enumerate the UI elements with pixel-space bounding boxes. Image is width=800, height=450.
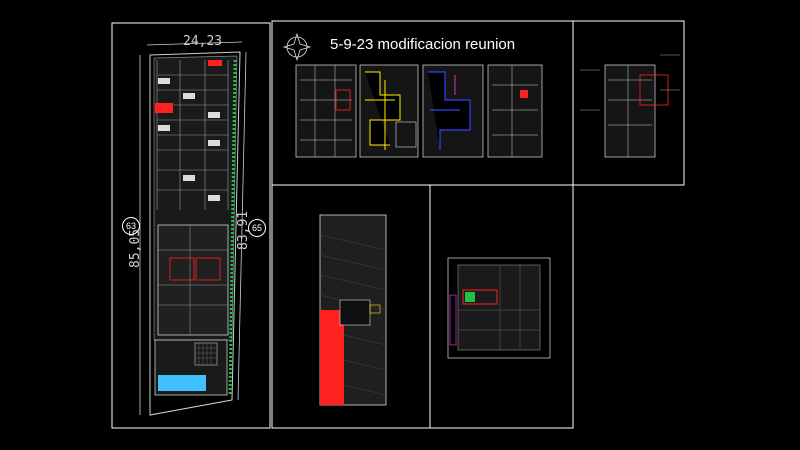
frame-bottom-panel [271, 184, 574, 429]
floor-plan-thumbnails [295, 64, 543, 158]
drawing-title: 5-9-23 modificacion reunion [330, 36, 516, 53]
frame-site-plan [111, 22, 271, 429]
marker-left: 63 [122, 217, 140, 235]
compass-star-icon [282, 32, 312, 62]
site-plan [139, 41, 247, 416]
bottom-left-plan [319, 214, 387, 406]
marker-right: 65 [248, 219, 266, 237]
top-right-plan [580, 54, 680, 158]
dimension-top-width: 24,23 [183, 34, 223, 49]
bottom-right-plan [447, 257, 551, 359]
